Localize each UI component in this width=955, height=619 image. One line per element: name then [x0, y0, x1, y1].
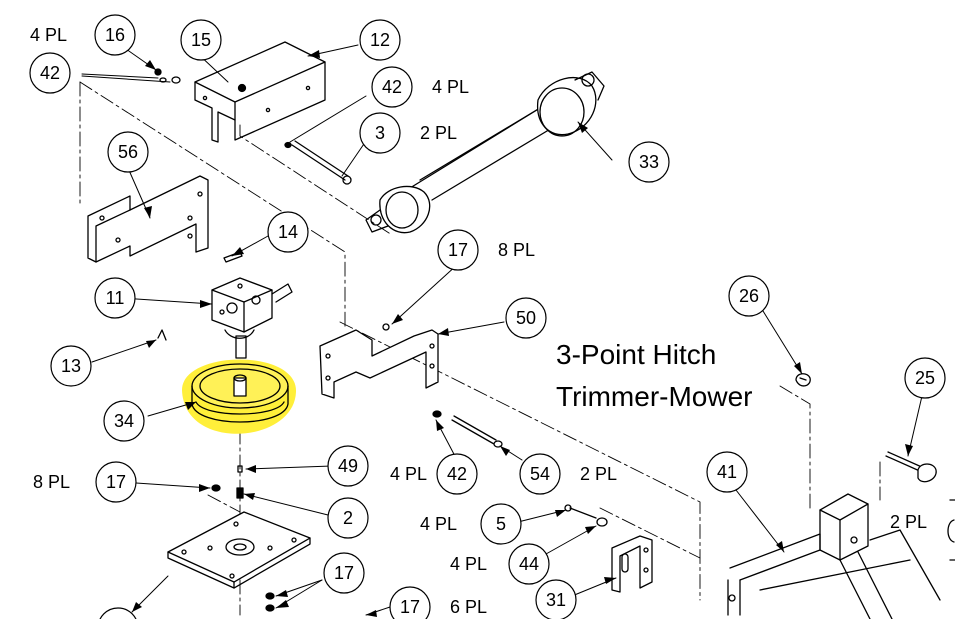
qty-label: 6 PL	[450, 597, 487, 617]
callout-42-c: 42	[447, 464, 467, 484]
callout-17-d: 17	[400, 597, 420, 617]
callout-41: 41	[717, 462, 737, 482]
title-line-2: Trimmer-Mower	[556, 381, 753, 412]
gearbox-part-11	[211, 277, 293, 359]
callout-numbers: 16 15 12 42 42 3 33 56 14 17 50 11 13 34…	[40, 25, 935, 617]
clip-part-26	[795, 373, 811, 387]
bolt-part-54	[432, 410, 503, 448]
callout-33: 33	[639, 152, 659, 172]
qty-label: 8 PL	[33, 472, 70, 492]
qty-label: 8 PL	[498, 240, 535, 260]
callout-25: 25	[915, 368, 935, 388]
callout-42-b: 42	[382, 77, 402, 97]
callout-17-a: 17	[448, 240, 468, 260]
diagram-title: 3-Point Hitch Trimmer-Mower	[556, 339, 753, 412]
nut-17-upper	[382, 323, 390, 331]
assembly-guide-lines	[79, 81, 881, 616]
pin-part-25	[885, 451, 937, 483]
cotter-pin-part-13	[157, 329, 167, 341]
hitch-frame-part-41	[727, 493, 955, 619]
qty-label: 4 PL	[30, 25, 67, 45]
callout-17-c: 17	[334, 563, 354, 583]
qty-label: 2 PL	[580, 464, 617, 484]
callout-11: 11	[106, 288, 125, 308]
callout-12: 12	[370, 30, 390, 50]
callout-3: 3	[375, 123, 385, 143]
callout-13: 13	[61, 356, 81, 376]
callout-42-a: 42	[40, 63, 60, 83]
callout-34: 34	[114, 411, 134, 431]
bracket-part-56	[87, 175, 209, 263]
callout-17-b: 17	[106, 472, 126, 492]
spacer-part-49	[237, 465, 243, 473]
callout-56: 56	[118, 142, 138, 162]
bolt-part-5	[564, 504, 608, 527]
callout-54: 54	[530, 464, 550, 484]
bolt-part-2	[236, 487, 244, 499]
qty-label: 4 PL	[390, 464, 427, 484]
callout-16: 16	[105, 25, 125, 45]
qty-label: 2 PL	[420, 123, 457, 143]
pto-driveshaft-part-33	[365, 71, 605, 234]
callout-31: 31	[546, 590, 566, 610]
washer-42-upper	[284, 141, 292, 149]
qty-label: 2 PL	[890, 512, 927, 532]
callout-50: 50	[516, 308, 536, 328]
callout-15: 15	[191, 30, 211, 50]
quantity-labels: 4 PL 4 PL 2 PL 8 PL 8 PL 4 PL 2 PL 4 PL …	[30, 25, 927, 617]
callout-44: 44	[519, 554, 539, 574]
callout-14: 14	[278, 222, 298, 242]
bracket-part-31	[611, 535, 653, 593]
bracket-part-50	[319, 329, 439, 399]
callout-2: 2	[343, 508, 353, 528]
pulley-part-34	[182, 359, 297, 434]
callout-49: 49	[338, 456, 358, 476]
mounting-plate	[167, 511, 311, 589]
callout-26: 26	[739, 286, 759, 306]
nut-17-left	[211, 484, 221, 492]
title-line-1: 3-Point Hitch	[556, 339, 716, 370]
pin-part-3	[291, 140, 352, 185]
arrowheads	[132, 50, 913, 617]
qty-label: 4 PL	[432, 77, 469, 97]
callout-balloons	[29, 14, 946, 619]
gearbox-shield-part-12	[194, 41, 326, 143]
nuts-17-lower	[265, 592, 275, 612]
callout-5: 5	[496, 514, 506, 534]
qty-label: 4 PL	[420, 514, 457, 534]
qty-label: 4 PL	[450, 554, 487, 574]
